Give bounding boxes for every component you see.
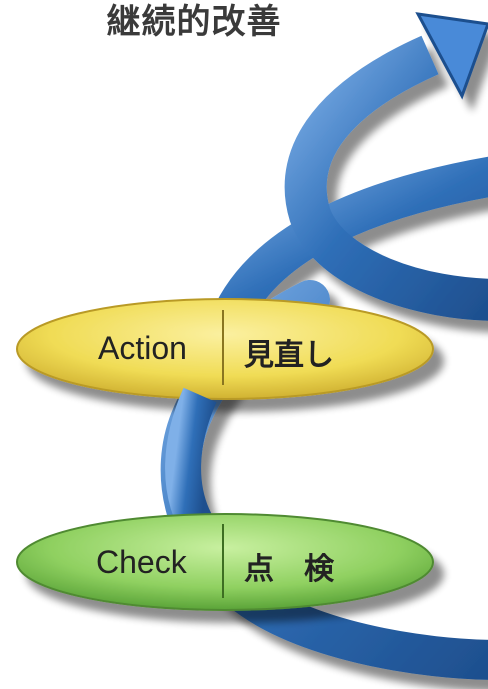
check-jp-label: 点 検 — [244, 552, 334, 587]
action-jp-label: 見直し — [244, 338, 334, 373]
action-label: Action — [98, 330, 187, 366]
arrow-head — [415, 12, 488, 100]
spiral-upper-loop — [284, 35, 488, 321]
check-label: Check — [96, 544, 187, 580]
action-pill — [16, 298, 434, 400]
spiral-front-segment — [165, 387, 217, 540]
diagram-title: 継続的改善 — [106, 2, 282, 42]
check-pill — [16, 513, 434, 611]
